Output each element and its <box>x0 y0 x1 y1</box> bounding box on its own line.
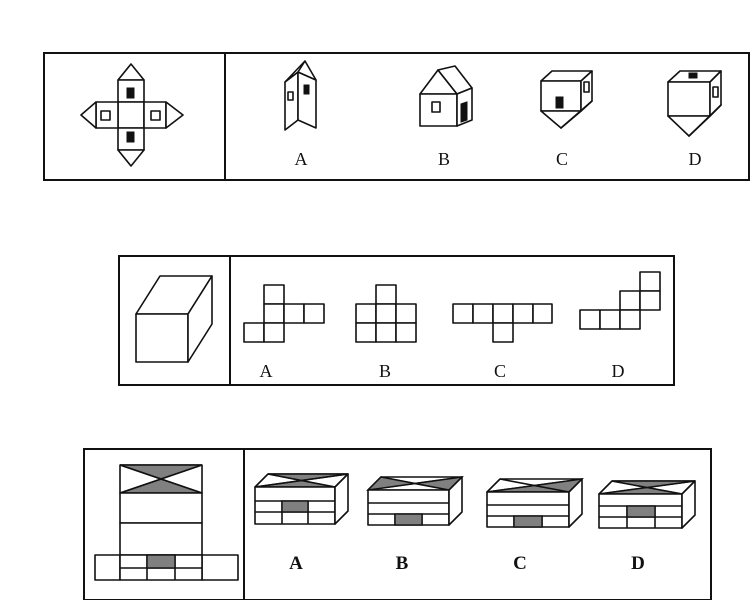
p2-option-b: B <box>355 284 417 381</box>
puzzle-3: A B <box>83 448 712 600</box>
p1-option-b: B <box>419 65 473 169</box>
p1-option-c: C <box>540 70 593 169</box>
p2-option-a: A <box>243 284 325 381</box>
p2-option-c: C <box>452 303 553 381</box>
p1-option-a-label: A <box>295 149 308 169</box>
p3-option-a: A <box>254 473 349 574</box>
p2-option-b-label: B <box>379 361 391 381</box>
p2-option-d-label: D <box>612 361 625 381</box>
p1-option-d: D <box>667 70 722 169</box>
puzzle-2: A B C <box>118 255 675 386</box>
p1-option-c-label: C <box>556 149 568 169</box>
p3-option-d-label: D <box>631 553 645 574</box>
p3-option-b-label: B <box>396 553 409 574</box>
p3-option-d: D <box>598 480 696 574</box>
p3-option-c-label: C <box>513 553 527 574</box>
puzzle-3-frame <box>83 448 712 600</box>
cuboid <box>135 275 213 363</box>
p3-option-b: B <box>366 476 464 574</box>
puzzle-2-frame <box>118 255 675 386</box>
house-net <box>80 63 184 167</box>
puzzle-1: A B C <box>43 52 750 181</box>
p1-option-b-label: B <box>438 149 450 169</box>
p1-option-d-label: D <box>689 149 702 169</box>
p3-option-c: C <box>486 478 584 574</box>
puzzle-1-frame <box>43 52 750 181</box>
p2-option-a-label: A <box>260 361 273 381</box>
p1-option-a: A <box>284 60 317 169</box>
p2-option-d: D <box>579 271 661 381</box>
p2-option-c-label: C <box>494 361 506 381</box>
box-net <box>94 464 239 581</box>
p3-option-a-label: A <box>289 553 303 574</box>
